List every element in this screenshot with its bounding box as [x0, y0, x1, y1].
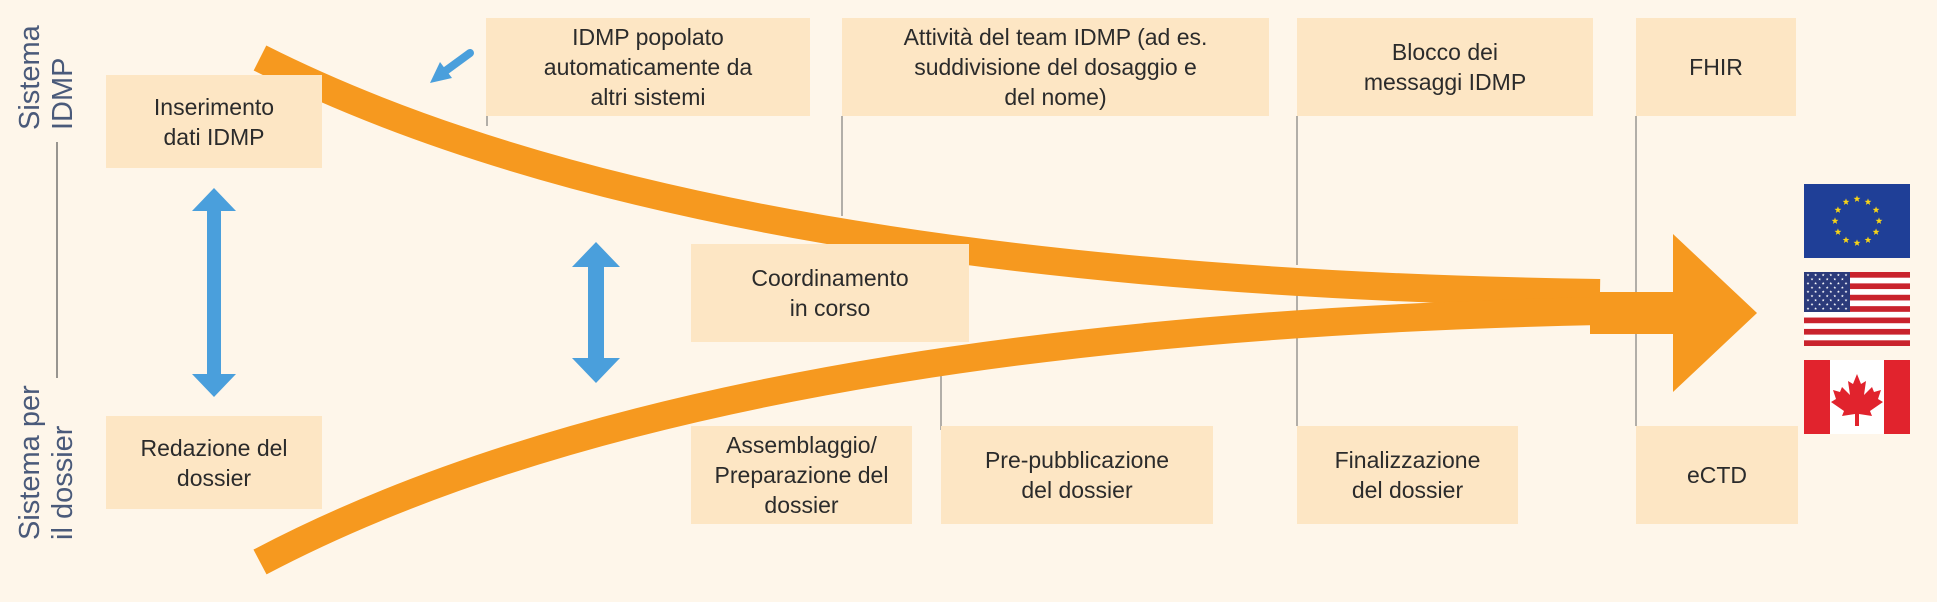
sync-double-arrow-middle — [572, 242, 620, 383]
box-coordinamento: Coordinamento in corso — [691, 244, 969, 342]
lane-label-dossier-system: Sistema per il dossier — [14, 385, 79, 540]
box-fhir: FHIR — [1636, 18, 1796, 116]
maple-leaf-icon — [1831, 374, 1883, 426]
dossier-flow-arrow — [253, 297, 1601, 575]
box-prepubblicazione: Pre-pubblicazione del dossier — [941, 426, 1213, 524]
lane-label-idmp-system: Sistema IDMP — [14, 25, 79, 130]
eu-flag-icon — [1804, 184, 1910, 258]
box-idmp-popolato: IDMP popolato automaticamente da altri s… — [486, 18, 810, 116]
idmp-flow-arrow — [253, 45, 1601, 307]
us-flag-icon — [1804, 272, 1910, 346]
box-redazione-dossier: Redazione del dossier — [106, 416, 322, 509]
canada-flag-icon — [1804, 360, 1910, 434]
sync-double-arrow-left — [192, 188, 236, 397]
box-ectd: eCTD — [1636, 426, 1798, 524]
box-finalizzazione: Finalizzazione del dossier — [1297, 426, 1518, 524]
box-attivita-team: Attività del team IDMP (ad es. suddivisi… — [842, 18, 1269, 116]
merged-arrow-head — [1673, 234, 1757, 392]
box-inserimento-dati: Inserimento dati IDMP — [106, 75, 322, 168]
box-blocco-messaggi: Blocco dei messaggi IDMP — [1297, 18, 1593, 116]
box-assemblaggio: Assemblaggio/ Preparazione del dossier — [691, 426, 912, 524]
small-pointer-arrow — [430, 49, 474, 83]
merged-arrow-shaft — [1590, 292, 1680, 334]
